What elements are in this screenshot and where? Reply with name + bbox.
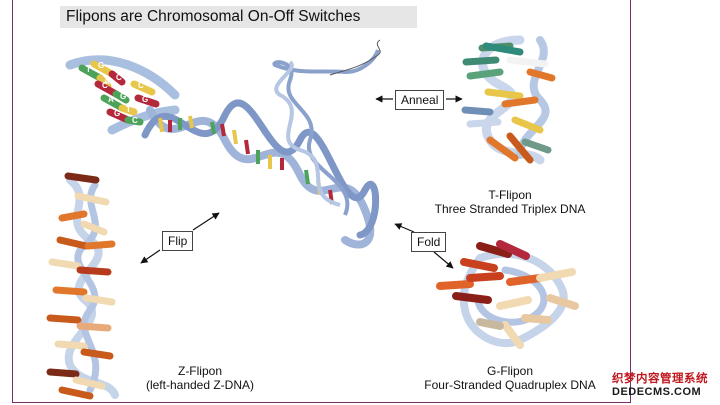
z-flipon-name: Z-Flipon: [130, 364, 270, 378]
g-flipon-structure: [440, 244, 575, 345]
z-flipon-description: (left-handed Z-DNA): [120, 378, 280, 392]
watermark-line-2: DEDECMS.COM: [612, 386, 701, 398]
t-flipon-name: T-Flipon: [430, 188, 590, 202]
base-letter: G: [98, 61, 104, 70]
base-letter: T: [86, 65, 91, 74]
t-flipon-description: Three Stranded Triplex DNA: [420, 202, 600, 216]
base-letter: T: [126, 105, 131, 114]
t-flipon-structure: [465, 40, 552, 160]
fold-arrow-up: [395, 224, 414, 232]
flip-arrow-up: [193, 213, 219, 230]
base-letter: C: [132, 116, 138, 125]
z-flipon-structure: [50, 176, 115, 396]
g-flipon-name: G-Flipon: [440, 364, 580, 378]
flip-arrow-down: [141, 250, 160, 263]
anneal-callout: Anneal: [395, 90, 444, 110]
base-letter: C: [116, 73, 122, 82]
base-letter: C: [138, 81, 144, 90]
b-dna-helix: [70, 40, 380, 245]
slide-title: Flipons are Chromosomal On-Off Switches: [60, 6, 417, 28]
base-letter: G: [142, 95, 148, 104]
base-letter: G: [120, 92, 126, 101]
flip-callout: Flip: [162, 231, 193, 251]
base-letter: C: [102, 81, 108, 90]
base-letter: G: [114, 109, 120, 118]
base-letter: A: [108, 95, 114, 104]
watermark-line-1: 织梦内容管理系统: [612, 370, 708, 386]
g-flipon-description: Four-Stranded Quadruplex DNA: [410, 378, 610, 392]
fold-arrow-down: [434, 252, 453, 268]
fold-callout: Fold: [411, 232, 446, 252]
